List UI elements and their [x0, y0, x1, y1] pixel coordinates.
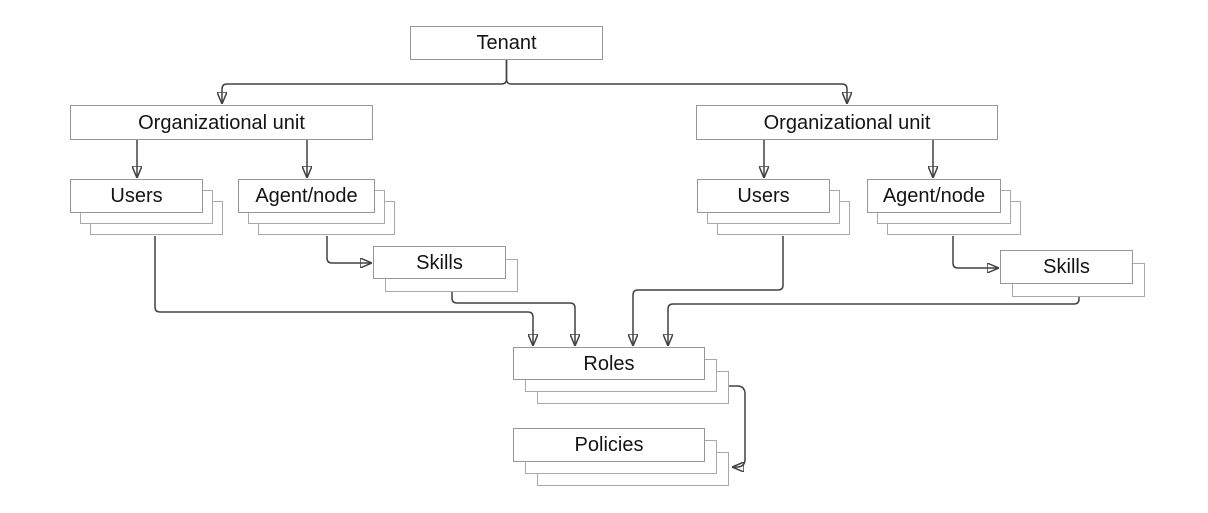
node-skills-left-box: Skills	[373, 246, 506, 279]
node-policies-box: Policies	[513, 428, 705, 462]
node-agent-node-right-box: Agent/node	[867, 179, 1001, 213]
node-agent-node-right-label: Agent/node	[882, 185, 986, 207]
edge-skills-right-to-roles	[668, 297, 1080, 346]
node-organizational-unit-right-box: Organizational unit	[696, 105, 998, 140]
edge-roles-to-policies	[729, 385, 746, 467]
node-agent-node-left: Agent/node	[238, 179, 395, 235]
node-policies-label: Policies	[574, 434, 644, 456]
node-users-left: Users	[70, 179, 223, 235]
node-skills-left-label: Skills	[416, 251, 463, 274]
node-users-left-label: Users	[110, 185, 163, 207]
node-skills-right-box: Skills	[1000, 250, 1133, 284]
edge-skills-left-to-roles	[451, 292, 575, 346]
edge-tenant-to-ou-right	[505, 60, 848, 104]
edge-agent-left-to-skills-left	[326, 236, 372, 263]
node-users-left-box: Users	[70, 179, 203, 213]
node-organizational-unit-left-label: Organizational unit	[138, 111, 305, 134]
node-skills-right: Skills	[1000, 250, 1145, 297]
node-agent-node-left-box: Agent/node	[238, 179, 375, 213]
node-agent-node-right: Agent/node	[867, 179, 1021, 235]
node-users-right: Users	[697, 179, 850, 235]
node-skills-left: Skills	[373, 246, 518, 292]
node-organizational-unit-left-box: Organizational unit	[70, 105, 373, 140]
node-users-right-label: Users	[737, 185, 790, 207]
node-roles-label: Roles	[583, 352, 635, 375]
node-tenant-label: Tenant	[476, 32, 537, 54]
edge-agent-right-to-skills-right	[952, 236, 999, 268]
node-tenant: Tenant	[410, 26, 603, 60]
node-organizational-unit-right: Organizational unit	[696, 105, 998, 140]
node-tenant-box: Tenant	[410, 26, 603, 60]
node-organizational-unit-left: Organizational unit	[70, 105, 373, 140]
node-agent-node-left-label: Agent/node	[255, 185, 358, 207]
node-roles: Roles	[513, 347, 729, 404]
node-organizational-unit-right-label: Organizational unit	[763, 111, 931, 134]
edge-tenant-to-ou-left	[222, 60, 508, 104]
edge-users-right-to-roles	[633, 236, 784, 346]
node-roles-box: Roles	[513, 347, 705, 380]
node-skills-right-label: Skills	[1043, 256, 1090, 278]
node-policies: Policies	[513, 428, 729, 486]
node-users-right-box: Users	[697, 179, 830, 213]
